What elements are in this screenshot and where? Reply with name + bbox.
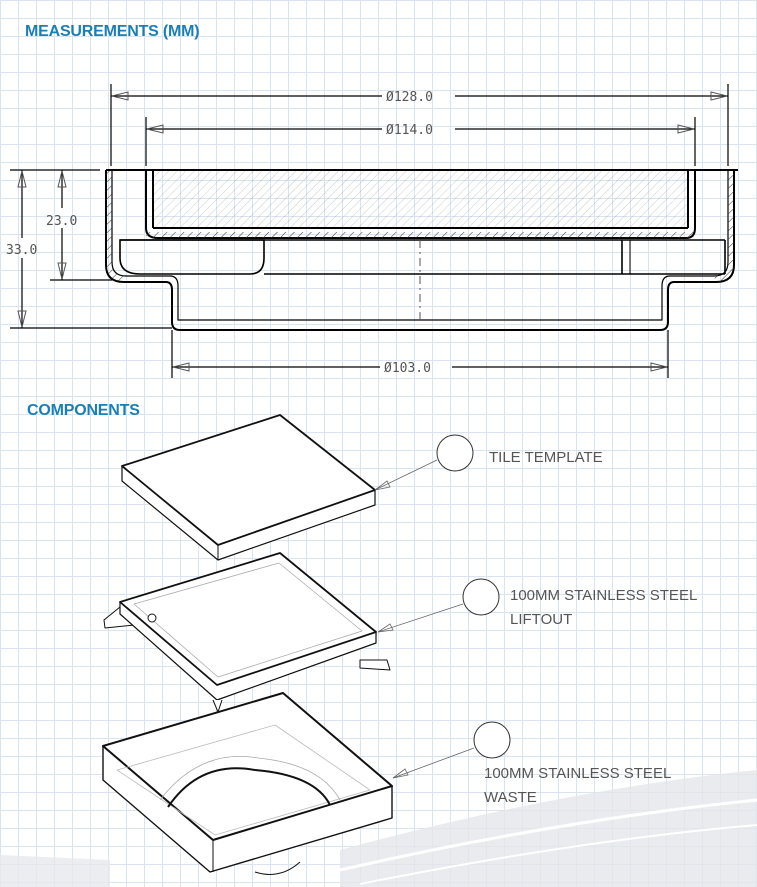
waste-part (102, 692, 393, 875)
label-liftout-line1: 100MM STAINLESS STEEL (510, 587, 698, 604)
components-heading: COMPONENTS (27, 402, 140, 419)
callout-circle-waste (473, 721, 511, 759)
tile-template-part (121, 414, 376, 561)
label-liftout-line2: LIFTOUT (510, 611, 573, 628)
label-waste-line2: WASTE (484, 789, 537, 806)
dim-base-diameter: Ø103.0 (384, 361, 431, 376)
dim-total-height: 33.0 (6, 243, 37, 258)
callout-circle-tile-template (436, 434, 474, 472)
dim-inner-diameter: Ø114.0 (386, 123, 433, 138)
label-tile-template: TILE TEMPLATE (489, 449, 603, 466)
label-waste: 100MM STAINLESS STEEL WASTE (484, 762, 671, 810)
label-liftout: 100MM STAINLESS STEEL LIFTOUT (510, 584, 697, 632)
dim-upper-depth: 23.0 (46, 214, 77, 229)
dim-outer-diameter: Ø128.0 (386, 90, 433, 105)
cross-section-drawing: Ø128.0 Ø114.0 Ø103.0 23.0 33.0 (6, 84, 738, 378)
liftout-part (103, 552, 391, 713)
measurements-heading: MEASUREMENTS (MM) (25, 23, 200, 40)
callout-circle-liftout (462, 578, 500, 616)
label-waste-line1: 100MM STAINLESS STEEL (484, 765, 672, 782)
